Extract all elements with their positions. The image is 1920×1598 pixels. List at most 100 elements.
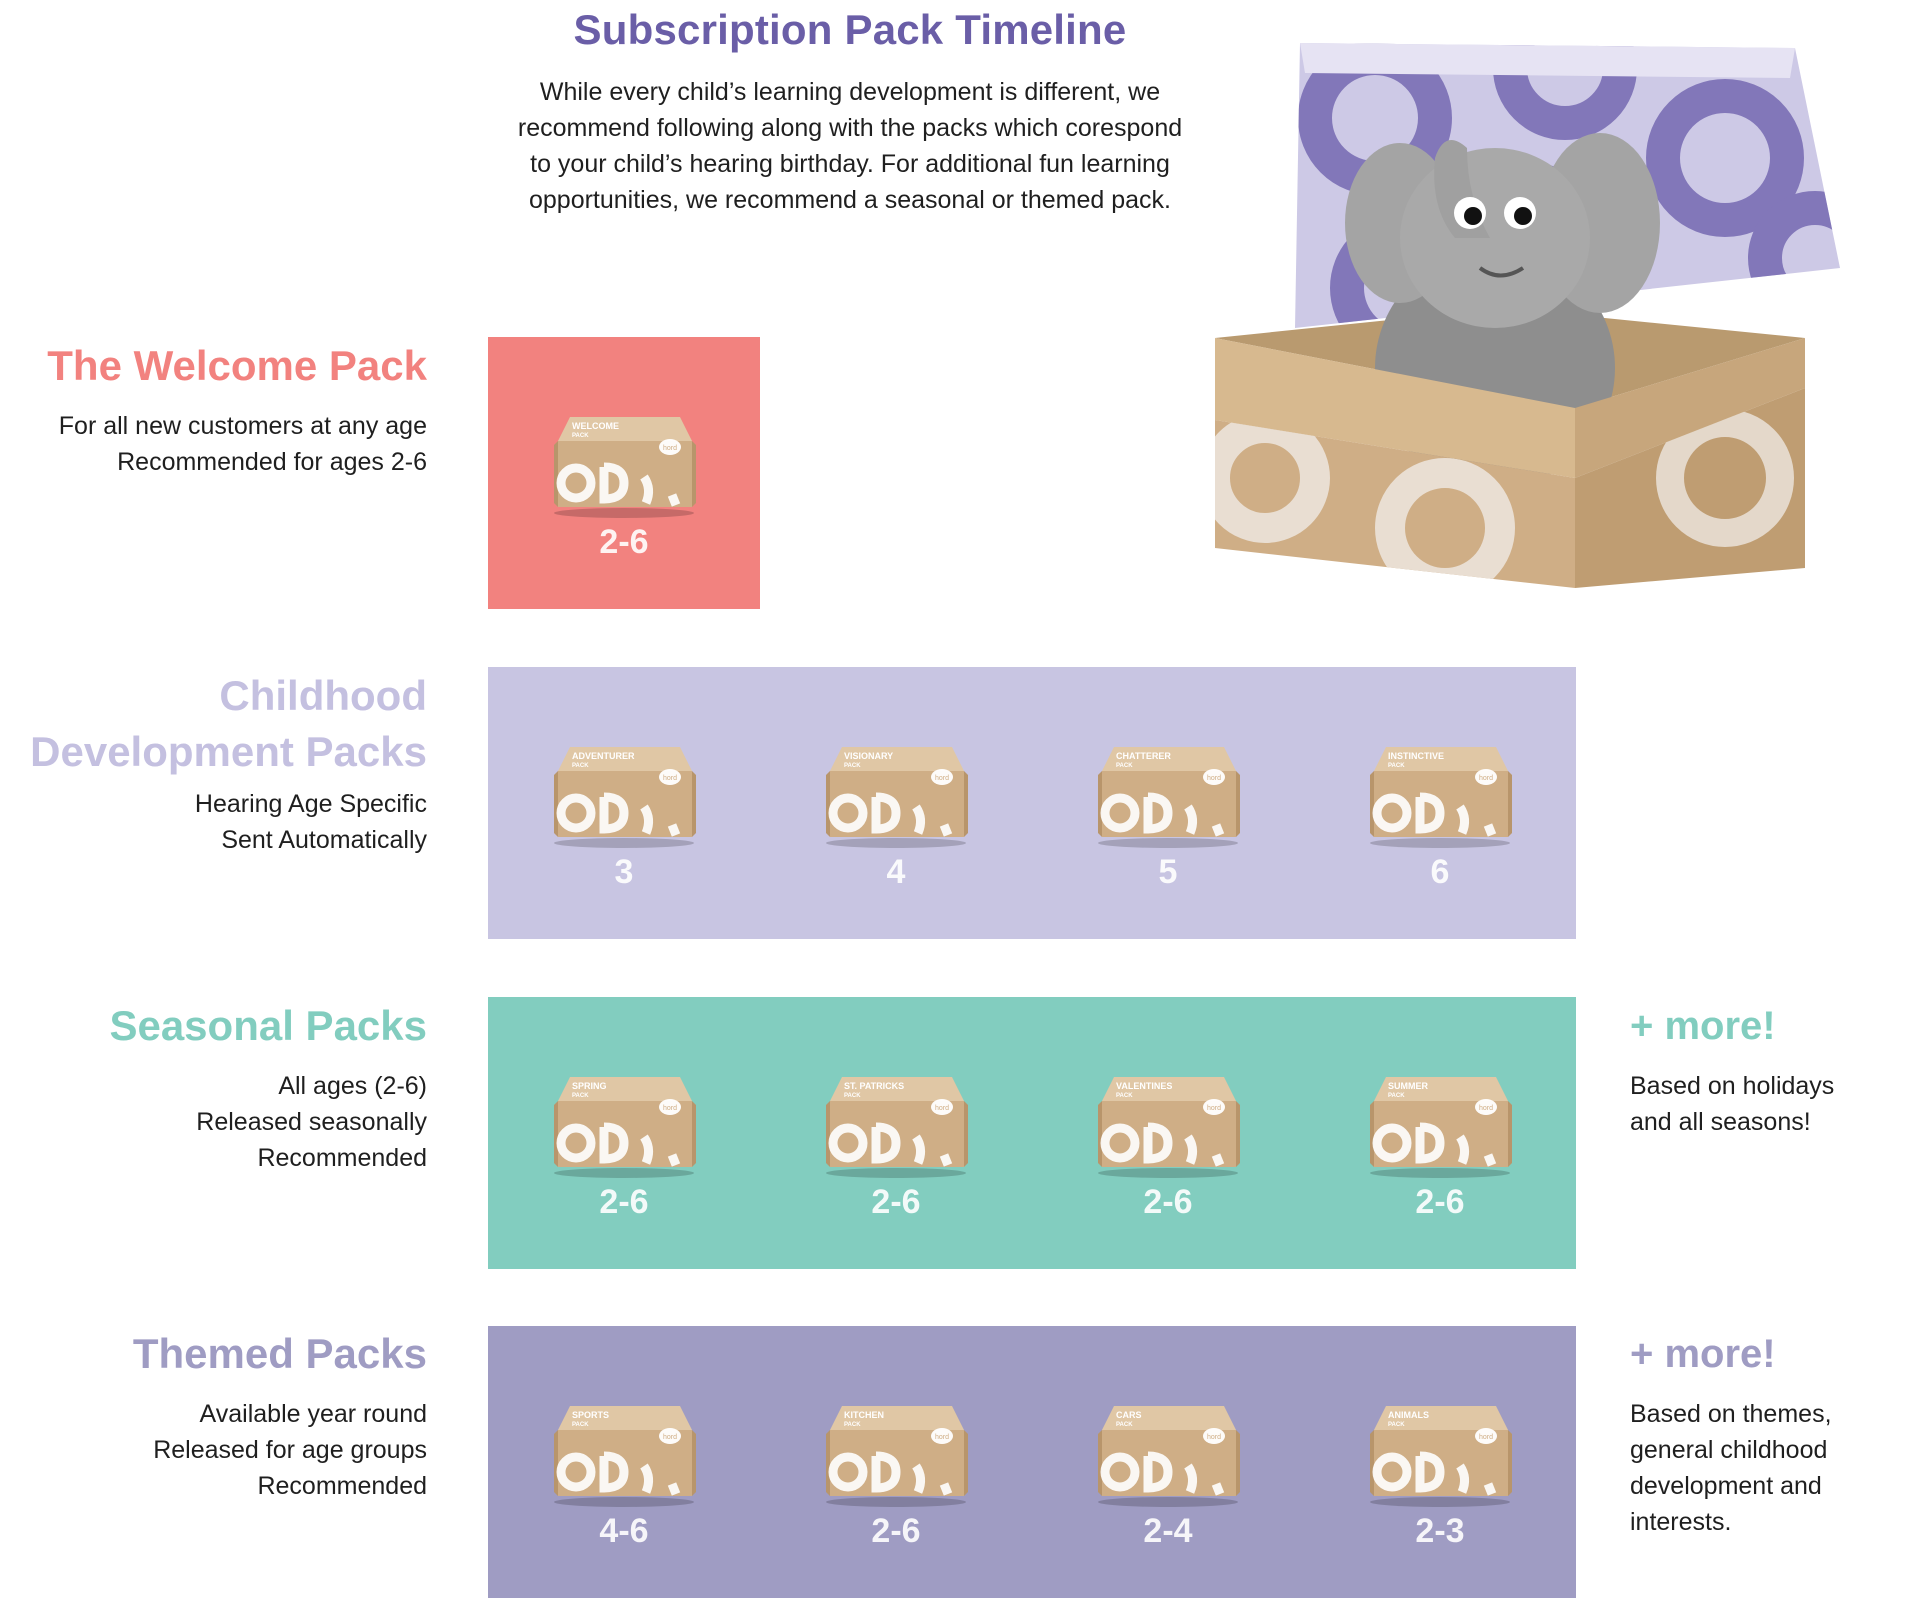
- pack-age: 4-6: [599, 1512, 649, 1550]
- section-desc-seasonal: All ages (2-6) Released seasonally Recom…: [196, 1068, 427, 1176]
- intro-line: recommend following along with the packs…: [517, 114, 1183, 142]
- pack-card: hord KITCHEN PACK 2-6: [796, 1398, 996, 1578]
- intro-line: While every child’s learning development…: [539, 78, 1161, 106]
- pack-age: 3: [614, 853, 634, 891]
- pack-age: 2-6: [1143, 1183, 1193, 1221]
- section-desc-welcome: For all new customers at any age Recomme…: [59, 408, 427, 480]
- pack-box-sublabel: PACK: [844, 763, 861, 769]
- brand-logo-text: hord: [663, 1434, 677, 1441]
- elephant-plush: [1345, 133, 1660, 488]
- pack-box-label: KITCHEN: [844, 1410, 884, 1420]
- brand-logo-text: hord: [1479, 1434, 1493, 1441]
- pack-box-icon: hord SUMMER PACK: [1370, 1077, 1512, 1178]
- pack-box-label: ADVENTURER: [572, 751, 635, 761]
- desc-line: Recommended: [257, 1144, 427, 1172]
- title-line: Development Packs: [30, 728, 427, 775]
- pack-box-label: WELCOME: [572, 421, 619, 431]
- desc-line: Available year round: [199, 1400, 427, 1428]
- pack-box-icon: hord KITCHEN PACK: [826, 1406, 968, 1507]
- desc-line: and all seasons!: [1630, 1108, 1811, 1136]
- brand-logo-text: hord: [1207, 775, 1221, 782]
- section-desc-themed: Available year round Released for age gr…: [153, 1396, 427, 1504]
- pack-box-icon: hord CARS PACK: [1098, 1406, 1240, 1507]
- pack-box-label: CARS: [1116, 1410, 1142, 1420]
- desc-line: general childhood: [1630, 1436, 1828, 1464]
- page-title: Subscription Pack Timeline: [573, 6, 1127, 53]
- desc-line: Recommended: [257, 1472, 427, 1500]
- pack-box-sublabel: PACK: [1116, 1422, 1133, 1428]
- pack-box-label: SPORTS: [572, 1410, 609, 1420]
- intro-text: While every child’s learning development…: [470, 74, 1230, 218]
- pack-age: 2-6: [599, 523, 649, 561]
- pack-card: hord SPORTS PACK 4-6: [524, 1398, 724, 1578]
- desc-line: interests.: [1630, 1508, 1732, 1536]
- section-title-welcome: The Welcome Pack: [47, 342, 427, 389]
- pack-box-icon: hord SPORTS PACK: [554, 1406, 696, 1507]
- pack-box-sublabel: PACK: [1116, 763, 1133, 769]
- pack-age: 4: [886, 853, 906, 891]
- pack-box-sublabel: PACK: [844, 1422, 861, 1428]
- title-line: Childhood: [219, 672, 427, 719]
- pack-age: 2-4: [1143, 1512, 1193, 1550]
- pack-age: 6: [1430, 853, 1450, 891]
- elephant-in-box-illustration: [1215, 43, 1840, 588]
- pack-box-label: INSTINCTIVE: [1388, 751, 1444, 761]
- desc-line: Based on holidays: [1630, 1072, 1835, 1100]
- pack-age: 2-6: [871, 1512, 921, 1550]
- pack-box-sublabel: PACK: [1388, 1093, 1405, 1099]
- pack-box-label: SUMMER: [1388, 1081, 1428, 1091]
- desc-line: Sent Automatically: [221, 826, 427, 854]
- desc-line: For all new customers at any age: [58, 412, 427, 440]
- brand-logo-text: hord: [1479, 1105, 1493, 1112]
- desc-line: Based on themes,: [1630, 1400, 1832, 1428]
- section-title-childhood: Childhood Development Packs: [30, 668, 427, 780]
- intro-line: to your child’s hearing birthday. For ad…: [530, 150, 1170, 178]
- brand-logo-text: hord: [935, 1434, 949, 1441]
- pack-box-sublabel: PACK: [572, 763, 589, 769]
- intro-line: opportunities, we recommend a seasonal o…: [528, 186, 1172, 214]
- pack-age: 2-6: [599, 1183, 649, 1221]
- pack-box-sublabel: PACK: [1388, 1422, 1405, 1428]
- desc-line: Released for age groups: [153, 1436, 427, 1464]
- brand-logo-text: hord: [663, 1105, 677, 1112]
- pack-box-sublabel: PACK: [844, 1093, 861, 1099]
- panel-childhood: hord ADVENTURER PACK 3 hord VISIONARY PACK 4…: [488, 667, 1576, 939]
- desc-line: Hearing Age Specific: [194, 790, 427, 818]
- pack-box-label: VISIONARY: [844, 751, 893, 761]
- desc-line: Released seasonally: [196, 1108, 427, 1136]
- more-title-themed: + more!: [1630, 1332, 1776, 1376]
- desc-line: All ages (2-6): [278, 1072, 427, 1100]
- pack-box-sublabel: PACK: [572, 1422, 589, 1428]
- pack-box-sublabel: PACK: [572, 433, 589, 439]
- pack-box-label: SPRING: [572, 1081, 607, 1091]
- pack-card: hord CARS PACK 2-4: [1068, 1398, 1268, 1578]
- brand-logo-text: hord: [1479, 775, 1493, 782]
- pack-age: 2-3: [1415, 1512, 1465, 1550]
- brand-logo-text: hord: [1207, 1105, 1221, 1112]
- pack-box-icon: hord ANIMALS PACK: [1370, 1406, 1512, 1507]
- more-desc-themed: Based on themes, general childhood devel…: [1630, 1396, 1890, 1540]
- brand-logo-text: hord: [1207, 1434, 1221, 1441]
- more-title-seasonal: + more!: [1630, 1004, 1776, 1048]
- section-desc-childhood: Hearing Age Specific Sent Automatically: [195, 786, 427, 858]
- panel-themed: hord SPORTS PACK 4-6 hord KITCHEN PACK 2-6 h…: [488, 1326, 1576, 1598]
- pack-box-label: ANIMALS: [1388, 1410, 1429, 1420]
- desc-line: development and: [1630, 1472, 1822, 1500]
- section-title-seasonal: Seasonal Packs: [109, 1002, 427, 1049]
- pack-box-label: ST. PATRICKS: [844, 1081, 904, 1091]
